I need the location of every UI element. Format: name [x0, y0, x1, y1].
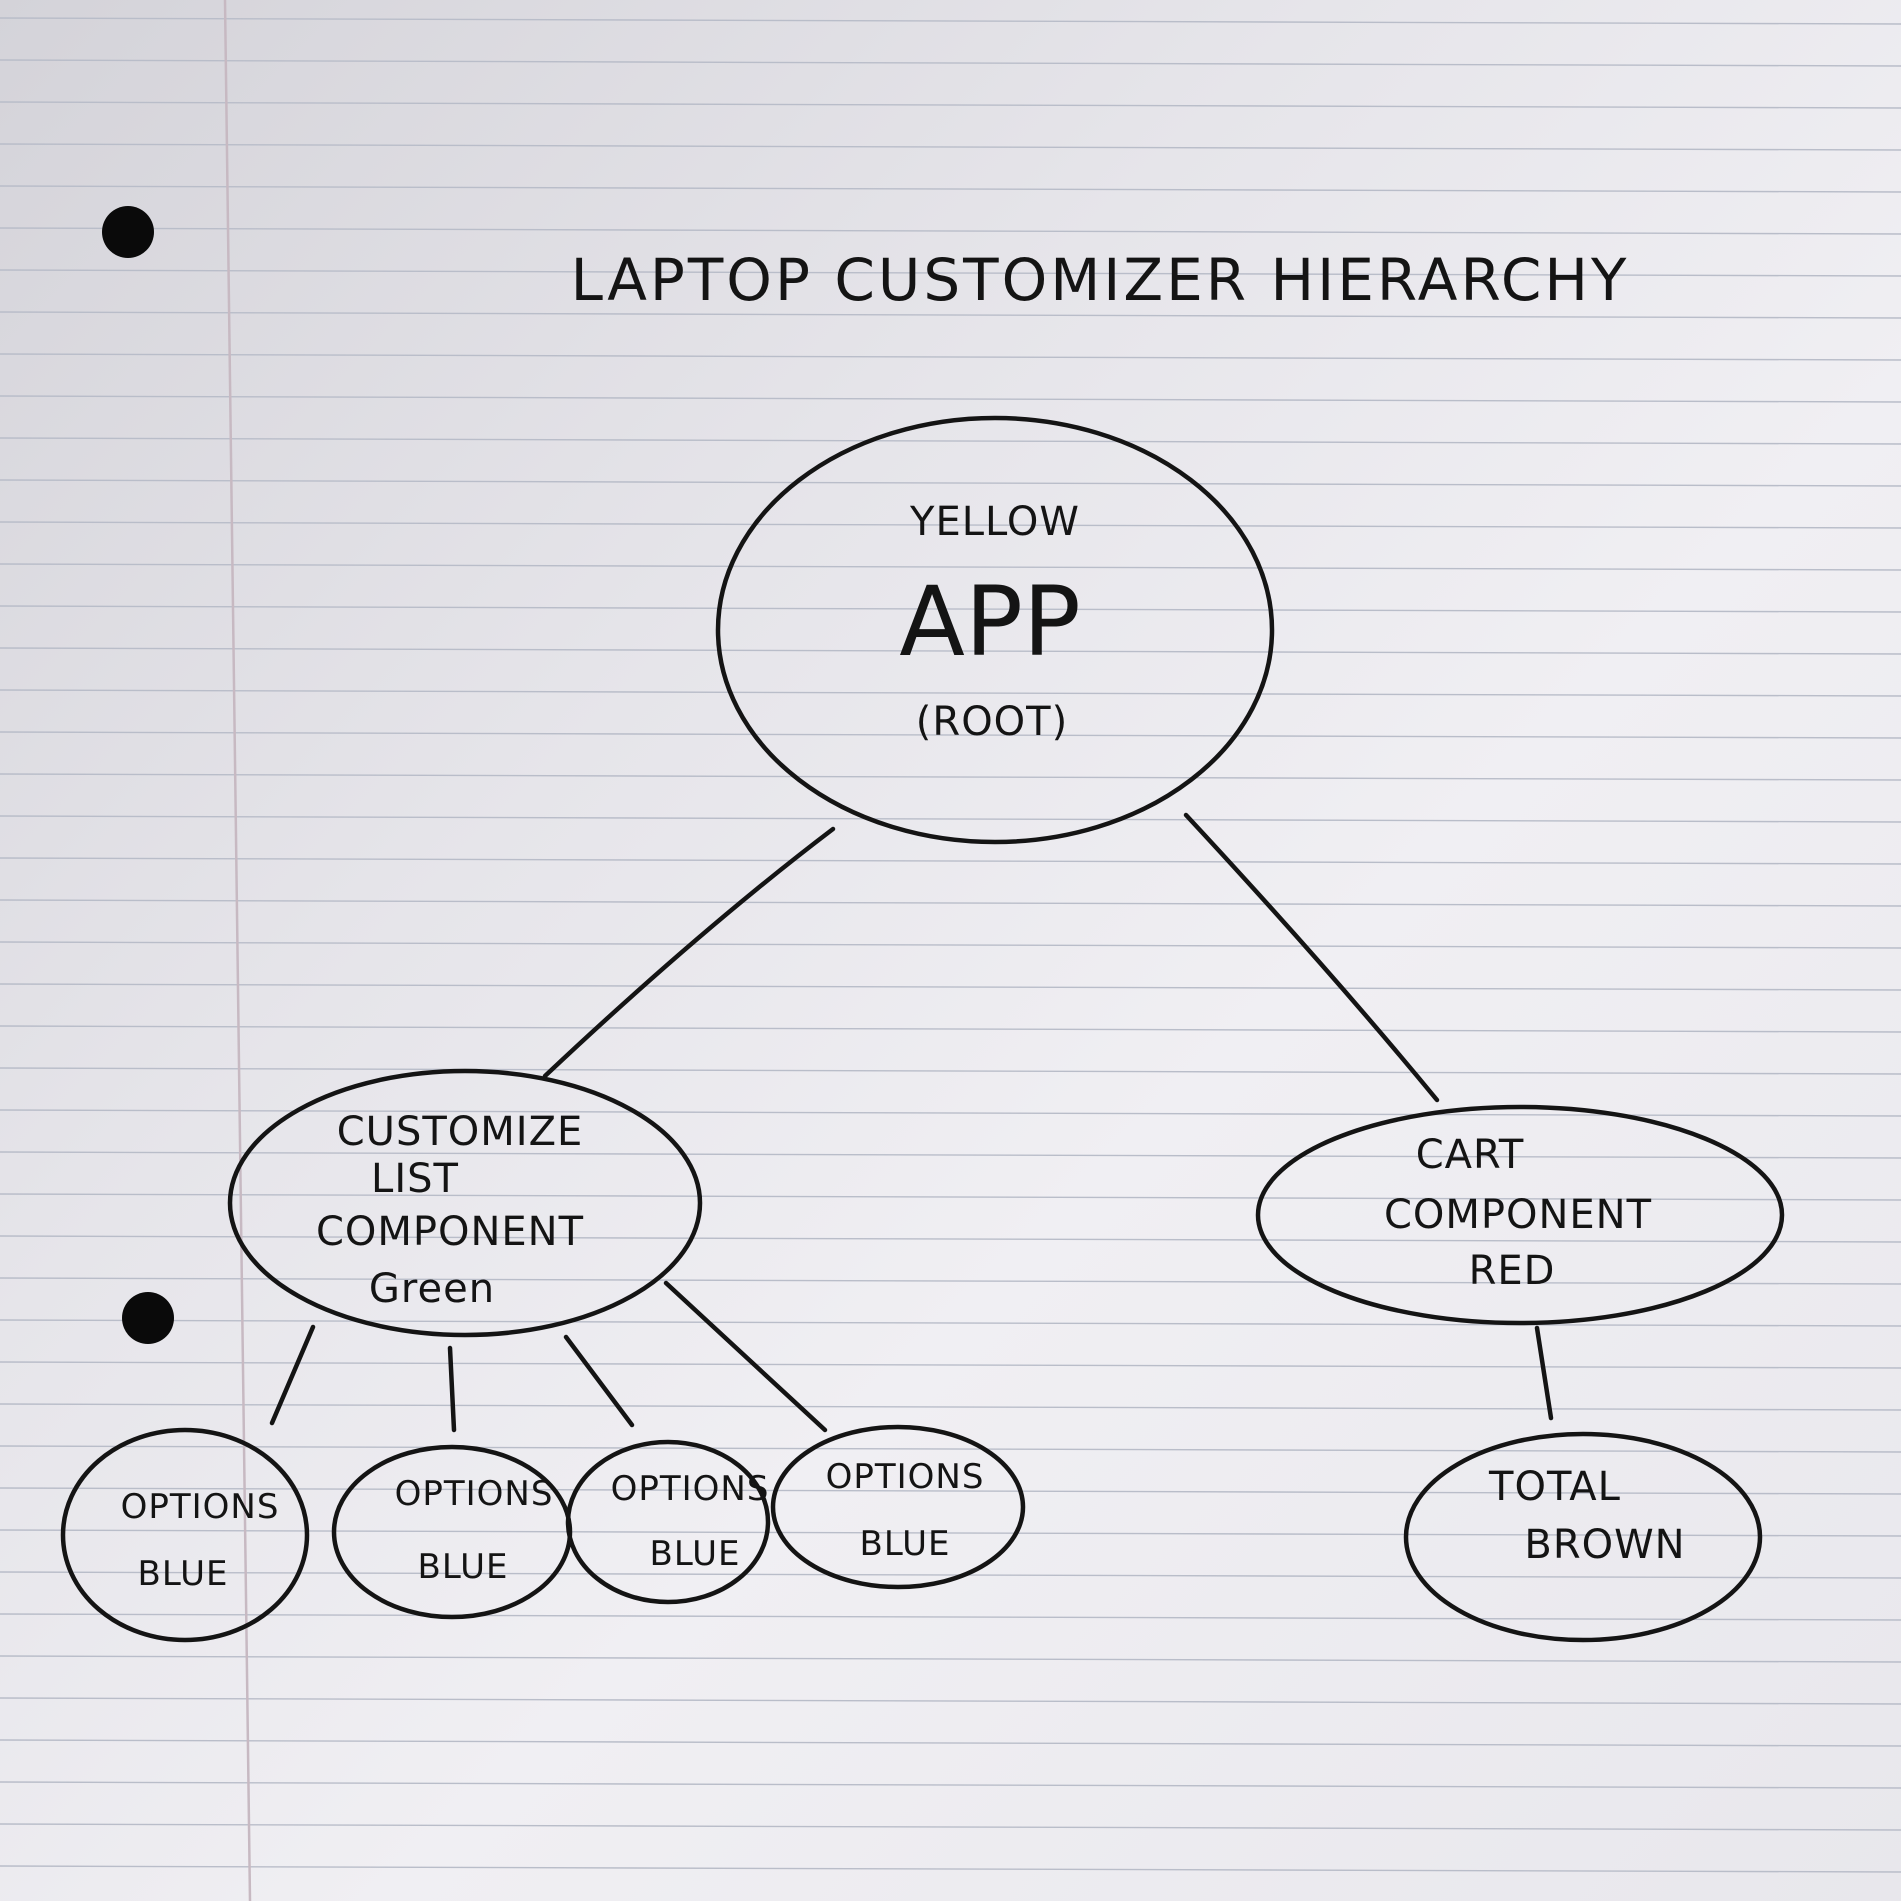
ruled-line [0, 1697, 1901, 1705]
ruled-line [0, 983, 1901, 991]
edge-app-cart [1183, 812, 1440, 1103]
ruled-line [0, 185, 1901, 193]
node-total-color: BROWN [1524, 1522, 1685, 1568]
edge-customize-options-2 [447, 1345, 457, 1433]
edge-cart-total [1534, 1325, 1554, 1421]
ruled-line [0, 1655, 1901, 1663]
node-options-1-color: BLUE [138, 1554, 229, 1594]
diagram-title: LAPTOP CUSTOMIZER HIERARCHY [571, 246, 1630, 314]
node-options-2-color: BLUE [418, 1547, 509, 1587]
ruled-line [0, 647, 1901, 655]
ruled-line [0, 563, 1901, 571]
node-app-color: YELLOW [909, 499, 1080, 545]
node-options-1: OPTIONS BLUE [60, 1427, 310, 1643]
ruled-line [0, 395, 1901, 403]
ruled-line [0, 1403, 1901, 1411]
ruled-line [0, 353, 1901, 361]
ruled-line [0, 1361, 1901, 1369]
node-options-1-outline [60, 1427, 310, 1643]
node-cart-line2: COMPONENT [1384, 1192, 1652, 1238]
ruled-line [0, 1025, 1901, 1033]
ruled-line [0, 1109, 1901, 1117]
ruled-line [0, 1067, 1901, 1075]
ruled-line [0, 1571, 1901, 1579]
ruled-line [0, 857, 1901, 865]
node-options-2-label: OPTIONS [395, 1474, 554, 1514]
node-customize-list-line2: LIST [371, 1156, 459, 1202]
ruled-line [0, 1319, 1901, 1327]
node-cart-outline [1255, 1104, 1785, 1326]
node-app-outline [715, 415, 1275, 845]
node-options-4-color: BLUE [860, 1524, 951, 1564]
ruled-line [0, 689, 1901, 697]
ruled-line [0, 479, 1901, 487]
ruled-line [0, 941, 1901, 949]
margin-line [223, 0, 252, 1901]
ruled-line [0, 1865, 1901, 1873]
node-app: YELLOW APP (ROOT) [715, 415, 1275, 845]
node-total-label: TOTAL [1488, 1464, 1621, 1510]
ruled-line [0, 311, 1901, 319]
node-cart-line1: CART [1416, 1132, 1525, 1178]
edge-customize-options-3 [563, 1334, 635, 1428]
ruled-line [0, 1151, 1901, 1159]
edge-customize-options-4 [663, 1280, 828, 1433]
node-options-3-label: OPTIONS [611, 1469, 770, 1509]
ruled-line [0, 773, 1901, 781]
ruled-line [0, 101, 1901, 109]
ruled-line [0, 437, 1901, 445]
ruled-line [0, 1277, 1901, 1285]
ruled-line [0, 1487, 1901, 1495]
ruled-line [0, 1781, 1901, 1789]
node-customize-list-color: Green [369, 1266, 495, 1312]
ruled-line [0, 731, 1901, 739]
node-total: TOTAL BROWN [1403, 1431, 1763, 1643]
node-customize-list-line1: CUSTOMIZE [337, 1109, 584, 1155]
ruled-lines [0, 17, 1901, 1873]
node-cart: CART COMPONENT RED [1255, 1104, 1785, 1326]
binder-hole-top [102, 206, 154, 258]
edge-app-customize-list [542, 826, 836, 1079]
ruled-line [0, 1529, 1901, 1537]
ruled-line [0, 143, 1901, 151]
ruled-line [0, 815, 1901, 823]
binder-hole-bottom [122, 1292, 174, 1344]
node-customize-list: CUSTOMIZE LIST COMPONENT Green [227, 1068, 703, 1338]
edge-customize-options-1 [269, 1324, 316, 1426]
ruled-line [0, 1739, 1901, 1747]
node-customize-list-line3: COMPONENT [316, 1209, 584, 1255]
ruled-line [0, 59, 1901, 67]
ruled-line [0, 521, 1901, 529]
node-options-4: OPTIONS BLUE [770, 1424, 1026, 1590]
ruled-line [0, 1445, 1901, 1453]
ruled-line [0, 227, 1901, 235]
ruled-line [0, 1235, 1901, 1243]
ruled-line [0, 1193, 1901, 1201]
ruled-line [0, 1613, 1901, 1621]
ruled-line [0, 269, 1901, 277]
node-options-3-color: BLUE [650, 1534, 741, 1574]
node-options-4-outline [770, 1424, 1026, 1590]
ruled-line [0, 17, 1901, 25]
node-options-1-label: OPTIONS [121, 1487, 280, 1527]
node-app-role: (ROOT) [916, 699, 1068, 745]
node-app-name: APP [899, 566, 1080, 678]
ruled-line [0, 1823, 1901, 1831]
ruled-line [0, 899, 1901, 907]
ruled-line [0, 605, 1901, 613]
node-options-3: OPTIONS BLUE [565, 1439, 771, 1605]
node-options-4-label: OPTIONS [826, 1457, 985, 1497]
node-total-outline [1403, 1431, 1763, 1643]
node-options-3-outline [565, 1439, 771, 1605]
node-cart-color: RED [1469, 1248, 1556, 1294]
node-customize-list-outline [227, 1068, 703, 1338]
edges [269, 812, 1554, 1433]
